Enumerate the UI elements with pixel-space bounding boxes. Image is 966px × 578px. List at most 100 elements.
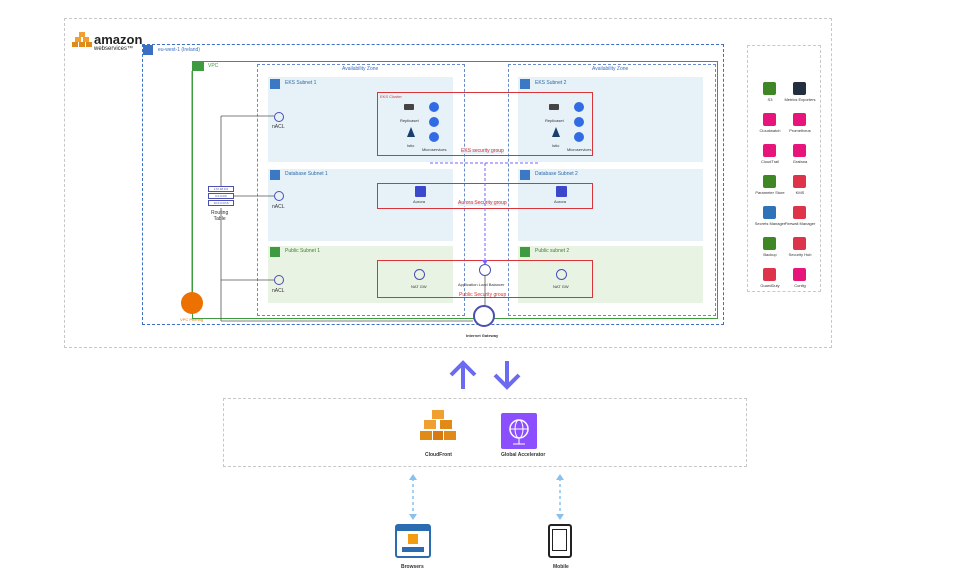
- subnet-lock-icon: [270, 170, 280, 180]
- aurora-security-group-label: Aurora Security group: [458, 200, 507, 206]
- availability-zone-2: [508, 64, 716, 316]
- load-balancer-label: Application Load Balancer: [458, 282, 505, 287]
- istio-label: Istio: [407, 143, 415, 148]
- nacl-icon: [274, 275, 284, 285]
- backup-icon: [763, 237, 776, 250]
- kms-icon: [793, 175, 806, 188]
- eks-cluster-box: [377, 92, 593, 156]
- load-balancer-icon: [479, 264, 491, 276]
- vpc-peering-icon: [181, 292, 203, 314]
- istio-label: Istio: [552, 143, 560, 148]
- guardduty-icon: [763, 268, 776, 281]
- mobile-screen: [552, 529, 567, 551]
- routing-table-label: Routing Table: [211, 210, 229, 222]
- database-subnet-2-label: Database Subnet 2: [535, 171, 578, 177]
- prometheus-icon: [793, 113, 806, 126]
- aws-cloud-boundary: [64, 18, 832, 348]
- eks-node-group-2: Replicaset Istio Microservices: [541, 100, 601, 155]
- subnet-lock-icon: [520, 170, 530, 180]
- pod-icon: [574, 132, 584, 142]
- service-label: Prometheus: [789, 128, 811, 133]
- az-1-label: Availability Zone: [342, 66, 379, 72]
- arrow-up-icon: [409, 474, 417, 480]
- client-connectors: [409, 474, 564, 520]
- subnet-lock-icon: [270, 79, 280, 89]
- eks-subnet-1: [268, 77, 453, 162]
- arrow-down-icon: [556, 514, 564, 520]
- public-subnet-2: [518, 246, 703, 303]
- service-label: Cloudwatch: [759, 128, 781, 133]
- public-security-group-label: Public Security group: [459, 292, 507, 298]
- nacl-icon: [274, 191, 284, 201]
- firewall-icon: [793, 206, 806, 219]
- nat-gateway-label: NAT GW: [553, 284, 569, 289]
- subnet-lock-icon: [270, 247, 280, 257]
- vpc-icon: [193, 62, 204, 71]
- aurora-icon: [556, 186, 567, 197]
- aurora-icon: [415, 186, 426, 197]
- internet-gateway-icon: [473, 305, 495, 327]
- service-label: Config: [794, 283, 806, 288]
- eks-security-group-label: EKS security group: [461, 148, 504, 154]
- vpc-label: VPC: [208, 63, 219, 69]
- global-accelerator-icon: [501, 413, 537, 449]
- aws-logo-subtext: webservices™: [94, 46, 134, 52]
- config-icon: [793, 268, 806, 281]
- service-label: KMS: [795, 190, 805, 195]
- routing-table: 172.18.0.0 0.0.0.0/0 10.0.0.0/16: [208, 186, 234, 208]
- cloudtrail-icon: [763, 144, 776, 157]
- service-label: Grafana: [792, 159, 808, 164]
- cloudwatch-icon: [763, 113, 776, 126]
- nacl-label: nACL: [272, 204, 285, 210]
- eks-subnet-2: [518, 77, 703, 162]
- service-label: Secrets Manager: [754, 221, 786, 226]
- availability-zone-1: [257, 64, 465, 316]
- internet-gateway-label: Internet Gateway: [466, 333, 499, 338]
- pod-icon: [429, 132, 439, 142]
- eks-node-group-1: Replicaset Istio Microservices: [396, 100, 456, 155]
- aws-logo: amazon webservices™: [72, 32, 142, 56]
- arrow-up-icon: [449, 360, 477, 389]
- database-subnet-2: [518, 169, 703, 241]
- secrets-icon: [763, 206, 776, 219]
- mobile-label: Mobile: [553, 564, 569, 570]
- metrics-icon: [793, 82, 806, 95]
- eks-cluster-label: EKS Cluster: [380, 94, 402, 99]
- aws-boxes-icon: [72, 32, 92, 47]
- eks-subnet-2-label: EKS Subnet 2: [535, 80, 567, 86]
- ingress-egress-arrows: [449, 360, 521, 390]
- replicaset-label: Replicaset: [545, 118, 564, 123]
- aws-logo-text: amazon: [94, 32, 143, 47]
- routing-table-row: 10.0.0.0/16: [208, 200, 234, 206]
- subnet-lock-icon: [520, 79, 530, 89]
- edge-services-box: [223, 398, 747, 467]
- public-subnet-2-label: Public subnet 2: [535, 248, 570, 254]
- vpc-peering-label: VPC Peering: [180, 317, 204, 322]
- public-subnet-1-label: Public Subnet 1: [285, 248, 321, 254]
- progress-bar: [402, 547, 424, 552]
- region-flag-icon: [143, 45, 153, 55]
- eks-subnet-1-label: EKS Subnet 1: [285, 80, 317, 86]
- grafana-icon: [793, 144, 806, 157]
- nacl-label: nACL: [272, 288, 285, 294]
- replicaset-icon: [404, 104, 414, 110]
- region-boundary: [142, 44, 724, 325]
- download-icon: [408, 534, 418, 544]
- shared-services-panel: [747, 45, 821, 292]
- bucket-icon: [763, 82, 776, 95]
- replicaset-icon: [549, 104, 559, 110]
- service-label: S3: [767, 97, 773, 102]
- browser-titlebar: [397, 526, 429, 531]
- arrow-up-icon: [556, 474, 564, 480]
- microservices-label: Microservices: [567, 147, 592, 152]
- arrow-down-icon: [409, 514, 417, 520]
- service-label: Security Hub: [788, 252, 812, 257]
- pod-icon: [429, 102, 439, 112]
- mobile-icon: [548, 524, 572, 558]
- browser-icon: [395, 524, 431, 558]
- service-label: CloudTrail: [760, 159, 780, 164]
- service-label: Parameter Store: [755, 190, 785, 195]
- database-subnet-1: [268, 169, 453, 241]
- pod-icon: [429, 117, 439, 127]
- istio-icon: [407, 127, 415, 137]
